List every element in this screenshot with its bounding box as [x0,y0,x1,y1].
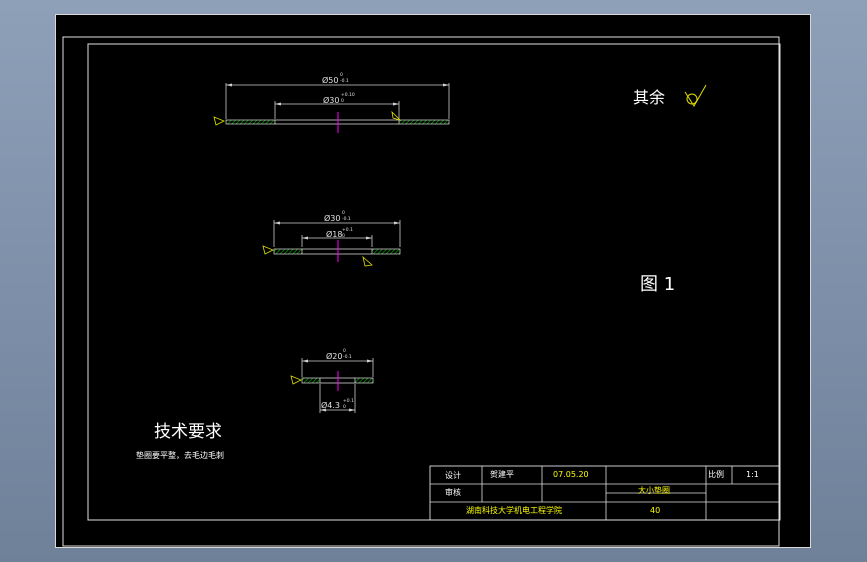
outer-frame [62,36,780,547]
part3-inner-tol-upper: +0.1 [343,398,354,404]
designer-name: 贺建平 [490,469,514,479]
part-2-view: Ø30 0 -0.1 Ø18 +0.1 0 [262,210,401,267]
roughness-symbol-icon [684,84,707,107]
part1-inner-tol-lower: 0 [341,98,344,104]
drawing-sheet: Ø50 0 -0.1 Ø30 +0.10 0 Ø30 0 -0.1 [55,14,811,548]
tech-req-title: 技术要求 [154,422,222,442]
cad-drawing: Ø50 0 -0.1 Ø30 +0.10 0 Ø30 0 -0.1 [62,36,781,547]
review-label: 审核 [445,487,461,497]
part2-outer-tol-lower: -0.1 [342,216,351,222]
scale-value: 1:1 [746,470,759,479]
design-label: 设计 [445,470,461,480]
tech-req-text: 垫圈要平整，去毛边毛刺 [136,450,224,460]
part1-outer-dim: Ø50 [322,75,338,85]
part2-outer-tol-upper: 0 [342,210,345,216]
part2-inner-tol-lower: 0 [342,233,345,239]
part3-inner-dim: Ø4.3 [321,400,340,410]
part-3-view: Ø20 0 -0.1 Ø4.3 +0.1 0 [290,348,374,413]
drawing-number: 40 [650,506,660,515]
design-date: 07.05.20 [553,470,589,479]
part1-inner-tol-upper: +0.10 [341,92,355,98]
part3-outer-tol-lower: -0.1 [343,354,352,360]
part-1-view: Ø50 0 -0.1 Ø30 +0.10 0 [213,72,450,133]
part-name: 大小垫圈 [638,485,670,495]
figure-label: 图 1 [640,274,675,295]
part1-inner-dim: Ø30 [323,95,339,105]
part3-outer-dim: Ø20 [326,351,342,361]
title-block: 设计 贺建平 07.05.20 审核 大小垫圈 比例 1:1 湖南科技大学机电工… [429,465,781,521]
inner-frame [87,43,781,521]
part3-inner-tol-lower: 0 [343,404,346,410]
school-name: 湖南科技大学机电工程学院 [466,505,562,515]
part3-outer-tol-upper: 0 [343,348,346,354]
part1-outer-tol-upper: 0 [340,72,343,78]
part1-outer-tol-lower: -0.1 [340,78,349,84]
scale-label: 比例 [708,469,724,479]
part2-outer-dim: Ø30 [324,213,340,223]
roughness-label: 其余 [633,88,665,107]
part2-inner-dim: Ø18 [326,229,342,239]
part2-inner-tol-upper: +0.1 [342,227,353,233]
